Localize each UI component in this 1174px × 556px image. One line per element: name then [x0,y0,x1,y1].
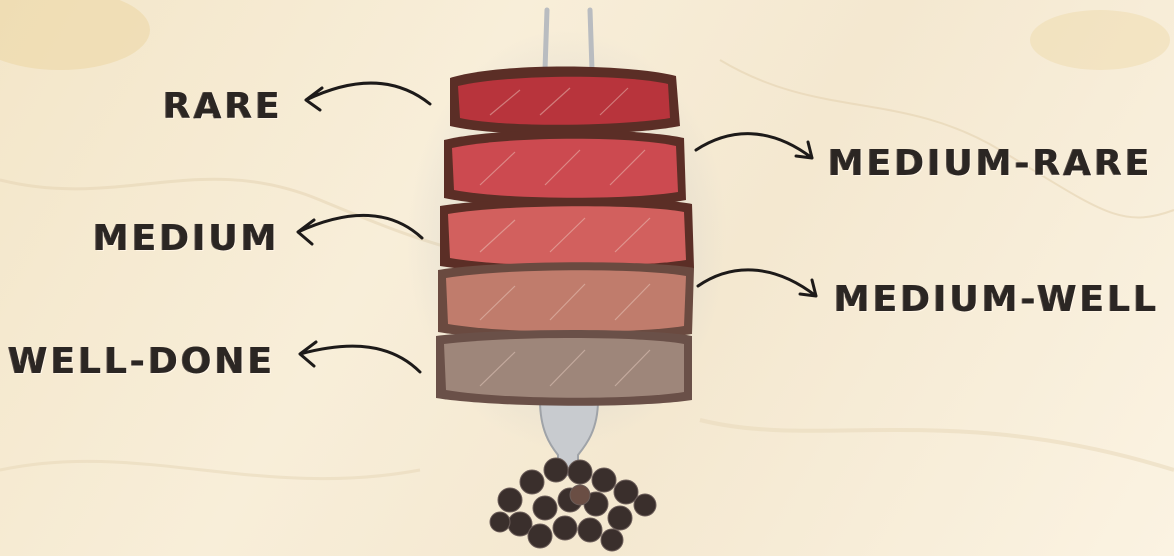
slice-rare [450,67,680,135]
arrow-medium-icon [298,215,422,244]
peppercorns-icon [490,458,656,551]
label-medium: MEDIUM [93,218,280,259]
label-medium-rare: MEDIUM-RARE [828,143,1153,184]
arrow-medium-rare-icon [696,134,812,158]
arrow-well-done-icon [300,342,420,372]
label-well-done: WELL-DONE [8,341,275,382]
arrow-rare-icon [306,83,430,110]
slice-well-done [436,330,692,406]
slice-medium-well [438,262,694,340]
label-rare: RARE [163,86,283,127]
slice-medium-rare [444,130,686,207]
label-medium-well: MEDIUM-WELL [834,279,1159,320]
